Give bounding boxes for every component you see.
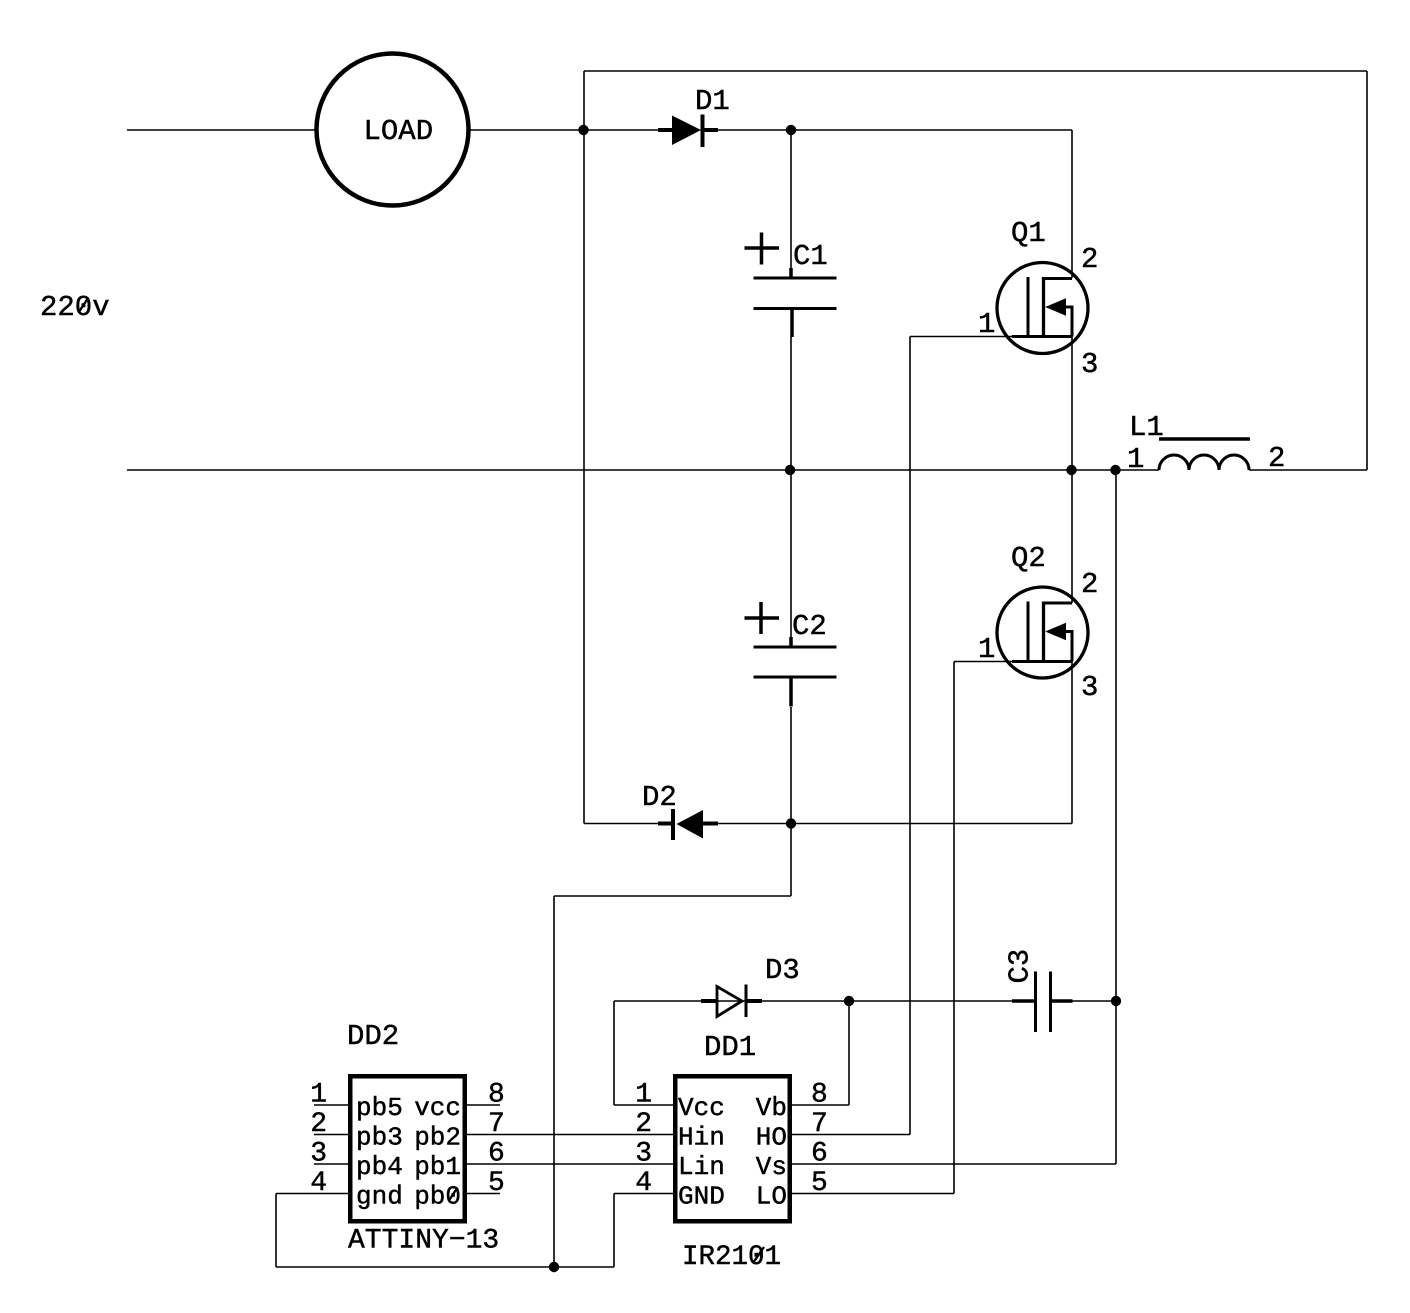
svg-text:1: 1 [978,308,995,341]
svg-text:Lin: Lin [678,1152,725,1182]
svg-text:Vb: Vb [756,1093,787,1123]
svg-text:pb5: pb5 [356,1093,403,1123]
svg-text:7: 7 [811,1109,828,1140]
svg-text:2: 2 [1268,442,1285,475]
svg-text:ATTINY−13: ATTINY−13 [348,1226,499,1257]
svg-text:pb4: pb4 [356,1152,403,1182]
svg-text:1: 1 [1127,443,1144,476]
svg-text:4: 4 [635,1168,652,1199]
svg-text:5: 5 [488,1168,505,1199]
svg-text:pb3: pb3 [356,1122,403,1152]
svg-text:vcc: vcc [414,1093,461,1123]
svg-text:2: 2 [310,1109,327,1140]
svg-text:Vcc: Vcc [678,1093,725,1123]
svg-text:LOAD: LOAD [364,115,434,148]
svg-text:D2: D2 [642,781,677,814]
svg-text:DD1: DD1 [704,1031,756,1064]
svg-text:L1: L1 [1129,411,1164,444]
svg-text:1: 1 [310,1080,327,1111]
svg-text:6: 6 [811,1139,828,1170]
svg-text:2: 2 [1081,243,1098,276]
svg-text:8: 8 [811,1080,828,1111]
svg-text:Q1: Q1 [1011,217,1046,250]
svg-text:C2: C2 [792,610,827,643]
svg-text:IR2101: IR2101 [682,1242,781,1273]
svg-text:5: 5 [811,1168,828,1199]
svg-text:3: 3 [1081,671,1098,704]
svg-text:HO: HO [756,1122,787,1152]
svg-text:C1: C1 [793,240,828,273]
svg-text:2: 2 [635,1109,652,1140]
svg-text:pb1: pb1 [414,1152,461,1182]
svg-text:4: 4 [310,1168,327,1199]
svg-text:3: 3 [1081,348,1098,381]
svg-text:gnd: gnd [356,1181,403,1211]
svg-text:DD2: DD2 [347,1020,399,1053]
svg-text:1: 1 [978,633,995,666]
svg-text:8: 8 [488,1080,505,1111]
svg-text:Hin: Hin [678,1122,725,1152]
svg-text:7: 7 [488,1109,505,1140]
svg-text:pb2: pb2 [414,1122,461,1152]
svg-text:Q2: Q2 [1011,542,1046,575]
svg-text:pb0: pb0 [414,1181,461,1211]
svg-text:LO: LO [756,1181,787,1211]
svg-text:1: 1 [635,1080,652,1111]
svg-text:3: 3 [635,1139,652,1170]
svg-text:D1: D1 [695,85,730,118]
svg-text:Vs: Vs [756,1152,787,1182]
svg-text:GND: GND [678,1181,725,1211]
svg-text:3: 3 [310,1139,327,1170]
svg-text:220v: 220v [40,291,110,324]
svg-text:2: 2 [1081,568,1098,601]
svg-text:D3: D3 [765,954,800,987]
svg-text:6: 6 [488,1139,505,1170]
svg-text:C3: C3 [1004,949,1037,984]
